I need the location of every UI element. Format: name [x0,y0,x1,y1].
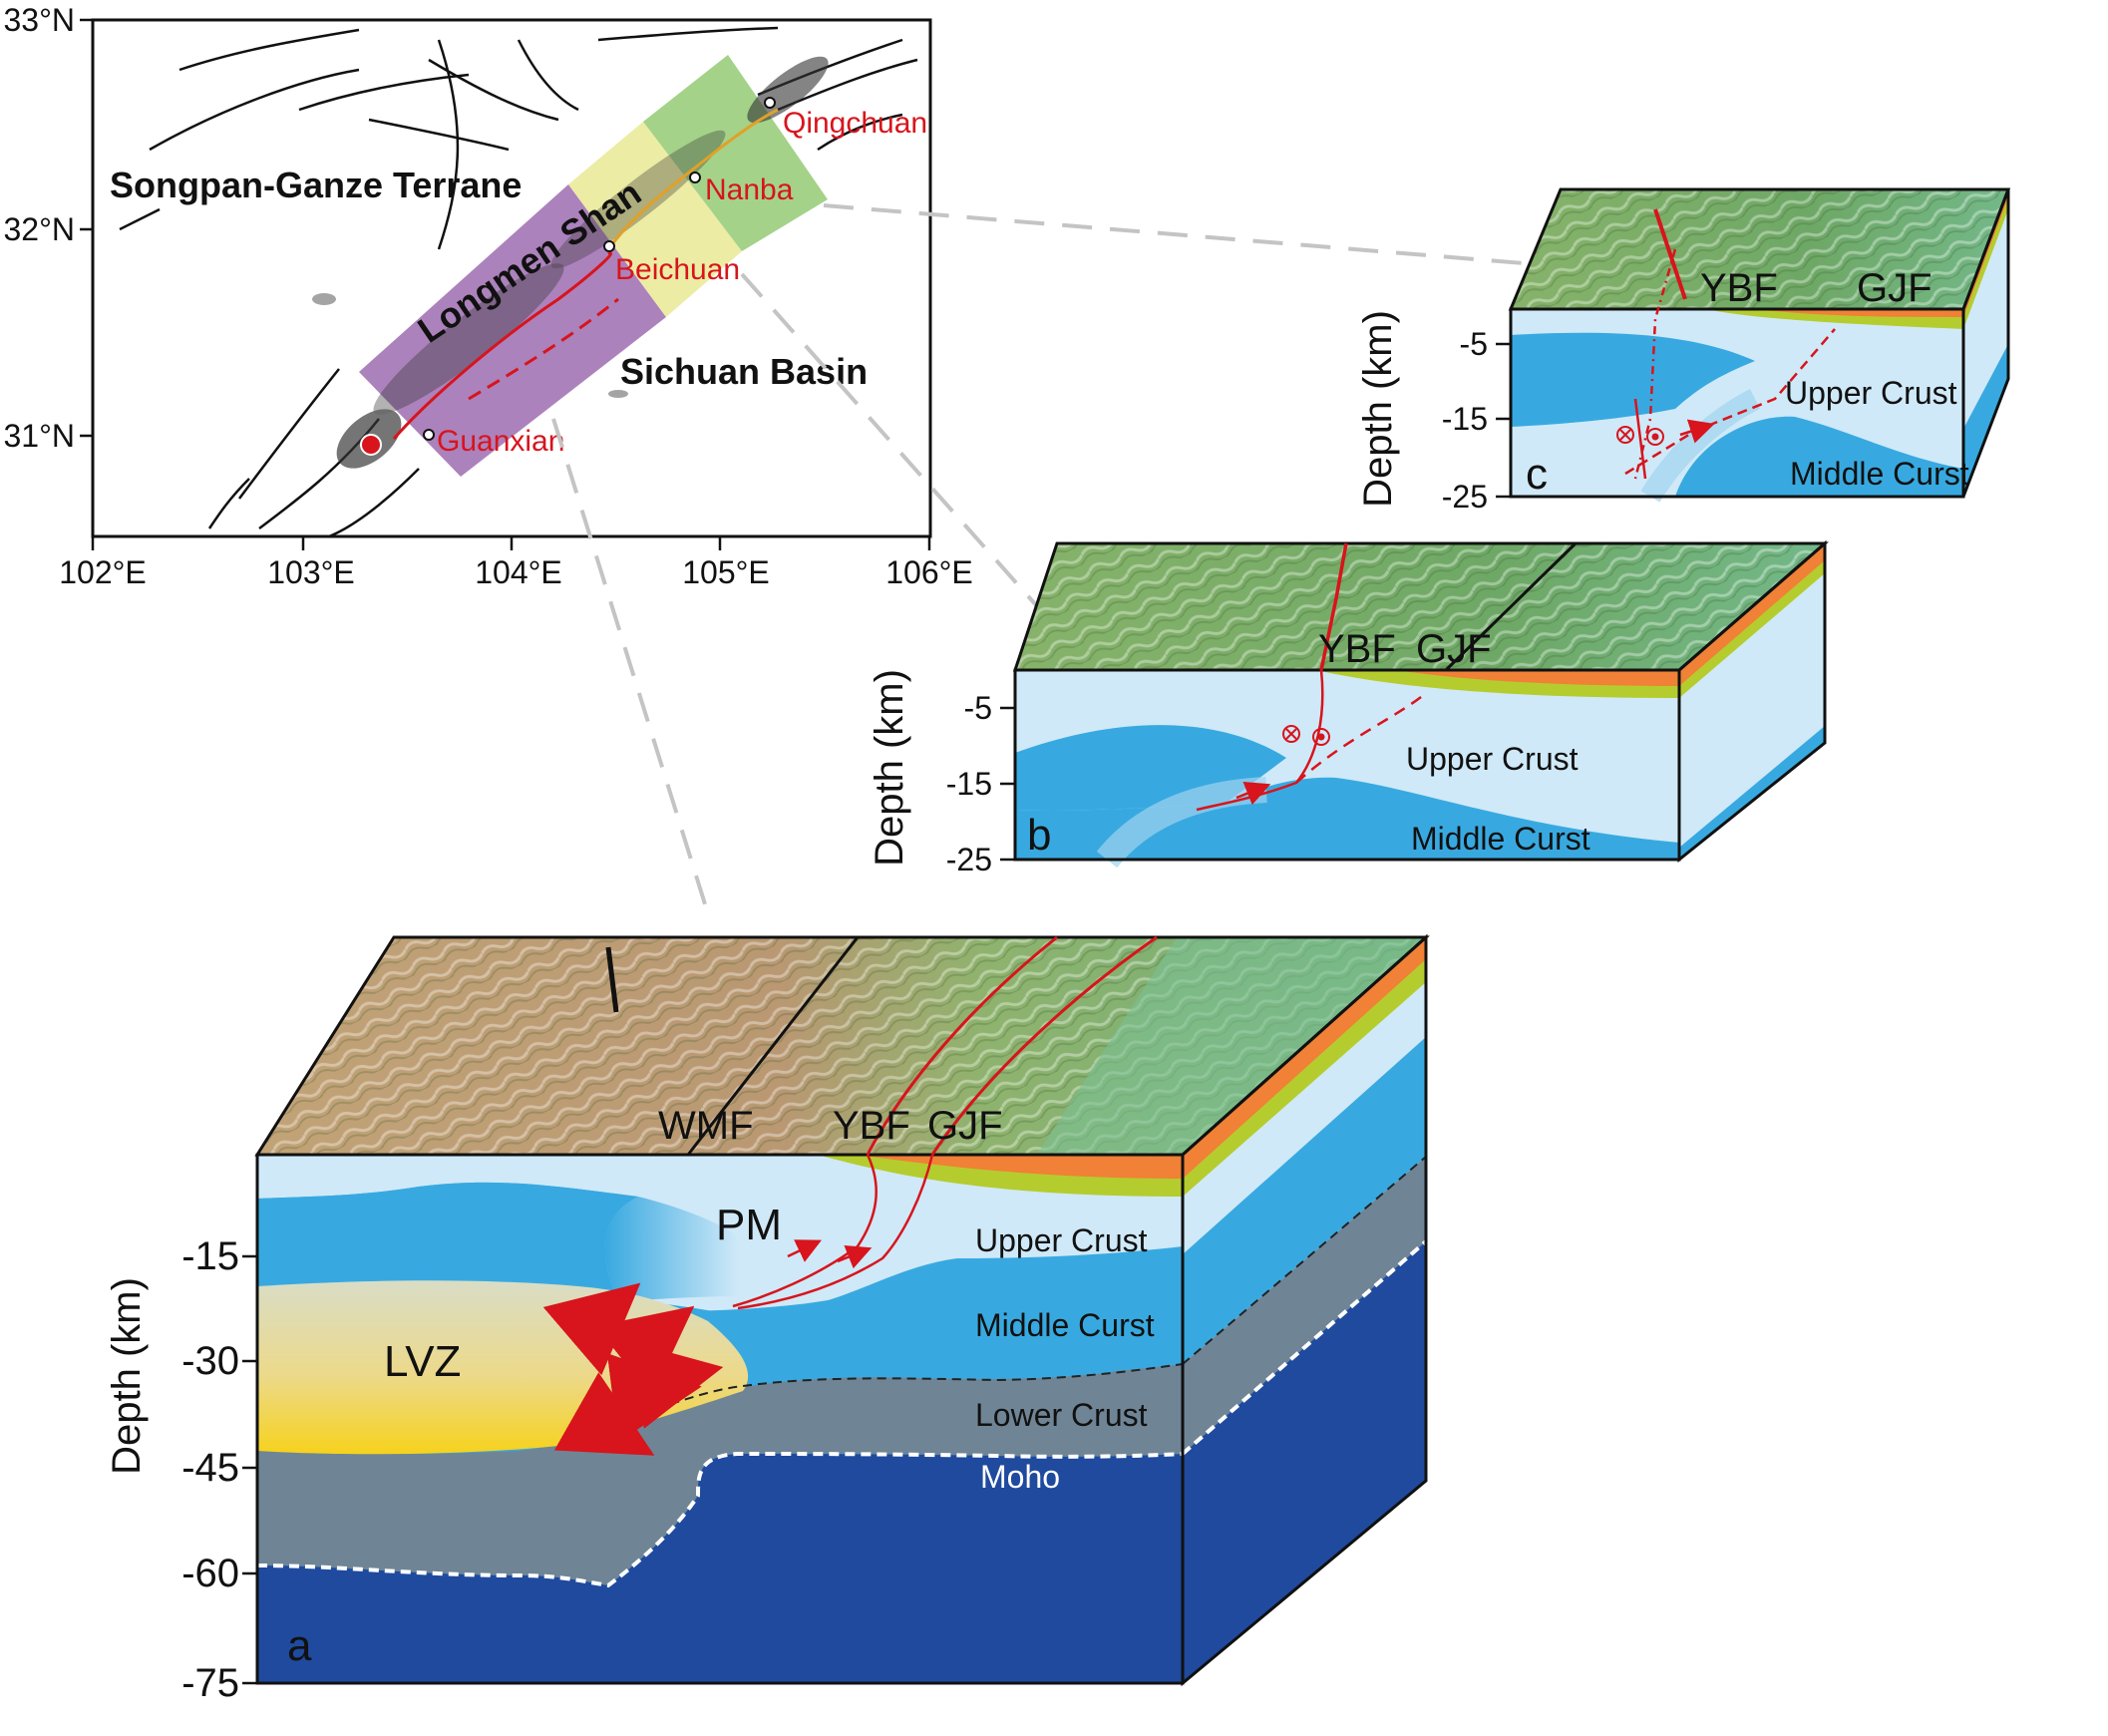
a-layer-lower: Lower Crust [975,1397,1148,1433]
c-tick-15: -15 [1442,401,1488,437]
block-b: YBF GJF Upper Crust Middle Curst b -5 -1… [868,539,1830,877]
segment-c-box [643,55,828,251]
block-c: YBF GJF Upper Crust Middle Curst c -5 -1… [1356,187,2011,515]
b-layer-upper: Upper Crust [1406,741,1579,777]
a-fault-ybf: YBF [833,1104,910,1148]
connector-lines [551,203,1537,908]
town-markers [423,97,776,441]
rupture-faults [392,251,619,440]
label-sichuan: Sichuan Basin [620,351,868,392]
b-axis-title: Depth (km) [868,669,911,867]
a-feature-pm: PM [716,1201,782,1249]
c-tick-25: -25 [1442,479,1488,515]
lon-102: 102°E [59,554,147,590]
c-panel-label: c [1526,450,1548,499]
label-songpan: Songpan-Ganze Terrane [110,165,522,205]
c-tick-5: -5 [1460,326,1488,362]
a-panel-label: a [287,1621,312,1670]
b-panel-label: b [1027,811,1051,860]
a-fault-wmf: WMF [658,1104,754,1148]
town-beichuan: Beichuan [615,253,740,286]
c-axis-title: Depth (km) [1356,310,1400,508]
a-layer-middle: Middle Curst [975,1307,1155,1343]
lon-104: 104°E [475,554,562,590]
b-layer-middle: Middle Curst [1411,821,1590,857]
c-fault-ybf: YBF [1700,266,1778,310]
flow-arrows [542,1282,724,1456]
b-fault-ybf: YBF [1318,627,1396,671]
b-tick-25: -25 [946,842,992,877]
seismicity [312,56,829,469]
a-feature-lvz: LVZ [384,1337,461,1386]
town-qingchuan: Qingchuan [783,107,927,140]
a-fault-gjf: GJF [927,1104,1003,1148]
b-tick-5: -5 [964,690,992,726]
a-axis-title: Depth (km) [105,1277,149,1475]
a-tick-75: -75 [181,1661,239,1705]
lon-106: 106°E [885,554,973,590]
block-a: WMF YBF GJF PM LVZ Upper Crust Middle Cu… [105,933,1430,1705]
lon-105: 105°E [682,554,770,590]
a-layer-moho: Moho [980,1459,1060,1495]
orange-fault [606,108,779,250]
b-tick-15: -15 [946,766,992,802]
c-layer-middle: Middle Curst [1790,456,1969,492]
a-tick-15: -15 [181,1234,239,1278]
c-fault-gjf: GJF [1857,266,1932,310]
a-layer-upper: Upper Crust [975,1222,1148,1258]
lat-32: 32°N [4,211,76,247]
a-tick-30: -30 [181,1339,239,1383]
a-tick-60: -60 [181,1552,239,1595]
lat-33: 33°N [4,2,76,38]
a-tick-45: -45 [181,1446,239,1490]
epicenter-beachball [360,434,382,456]
lat-31: 31°N [4,418,76,454]
lon-103: 103°E [267,554,355,590]
b-fault-gjf: GJF [1416,627,1492,671]
town-nanba: Nanba [705,174,794,206]
location-map: Qingchuan Nanba Beichuan Guanxian Songpa… [4,2,973,590]
c-layer-upper: Upper Crust [1785,375,1957,411]
town-guanxian: Guanxian [437,425,564,458]
segment-b-box [568,122,742,317]
slip-symbols [1616,426,1664,446]
